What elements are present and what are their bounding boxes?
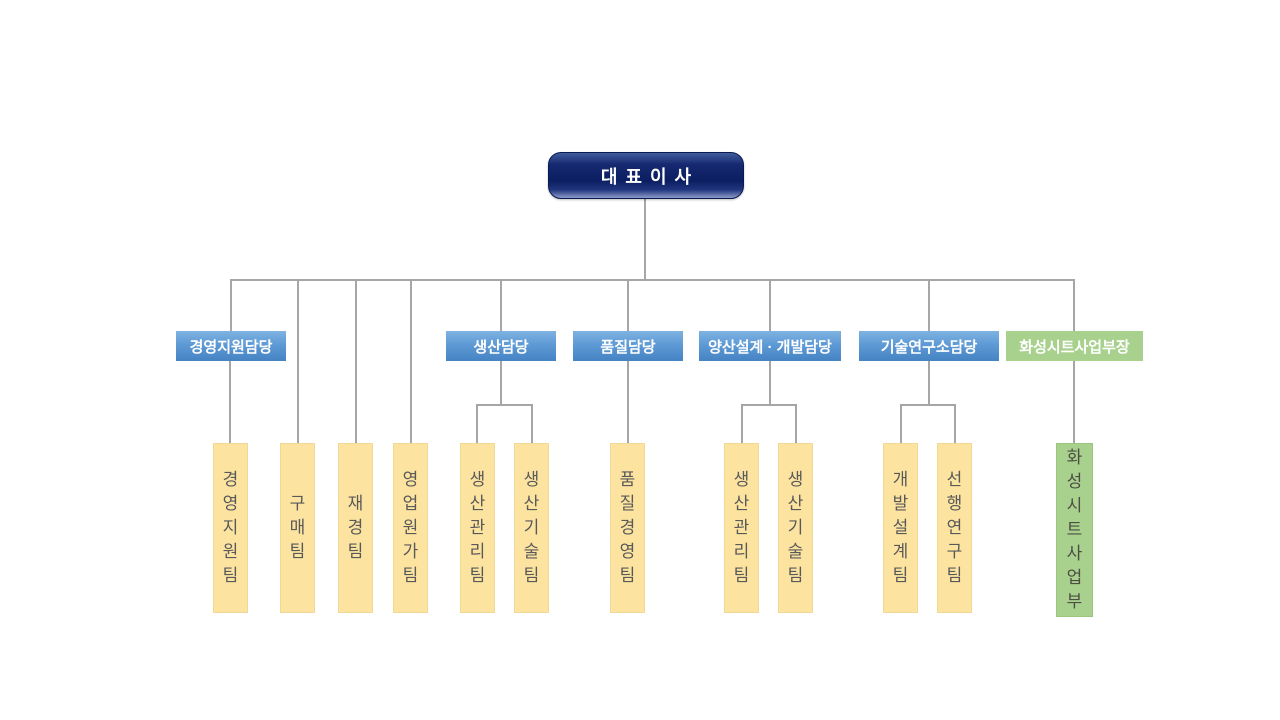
division-box-quality: 품질담당 bbox=[573, 331, 683, 361]
team-box-sales-cost: 영 업 원 가 팀 bbox=[393, 443, 428, 613]
team-box-mgmt-support: 경 영 지 원 팀 bbox=[213, 443, 248, 613]
team-box-purchasing: 구 매 팀 bbox=[280, 443, 315, 613]
connector-tech-research-stem bbox=[928, 361, 930, 405]
team-box-hwaseong-sheet-dept: 화 성 시 트 사 업 부 bbox=[1056, 443, 1093, 617]
connector-drop-quality bbox=[627, 281, 629, 331]
connector-production-branch-right bbox=[531, 404, 533, 443]
division-label-design-dev: 양산설계 · 개발담당 bbox=[708, 338, 832, 356]
division-label-quality: 품질담당 bbox=[600, 338, 656, 356]
connector-trunk bbox=[230, 279, 1075, 281]
connector-design-dev-stem bbox=[769, 361, 771, 405]
team-box-production-mgmt-2: 생 산 관 리 팀 bbox=[724, 443, 759, 613]
division-box-tech-research: 기술연구소담당 bbox=[859, 331, 999, 361]
connector-drop-mgmt-support bbox=[230, 281, 232, 331]
connector-tech-research-branch-bar bbox=[900, 404, 956, 406]
connector-tech-research-branch-right bbox=[954, 404, 956, 443]
team-label-production-mgmt-2: 생 산 관 리 팀 bbox=[733, 470, 750, 585]
team-box-quality-mgmt: 품 질 경 영 팀 bbox=[610, 443, 645, 613]
ceo-box: 대표이사 bbox=[548, 152, 744, 199]
division-label-tech-research: 기술연구소담당 bbox=[880, 338, 978, 356]
division-box-hwaseong-head: 화성시트사업부장 bbox=[1006, 331, 1143, 361]
division-box-production: 생산담당 bbox=[446, 331, 556, 361]
connector-drop-hwaseong-head bbox=[1073, 281, 1075, 331]
team-label-sales-cost: 영 업 원 가 팀 bbox=[402, 470, 419, 585]
division-box-mgmt-support: 경영지원담당 bbox=[176, 331, 286, 361]
connector-production-stem bbox=[500, 361, 502, 405]
team-box-production-mgmt-1: 생 산 관 리 팀 bbox=[460, 443, 495, 613]
team-label-advanced-research: 선 행 연 구 팀 bbox=[946, 470, 963, 585]
team-label-production-tech-2: 생 산 기 술 팀 bbox=[787, 470, 804, 585]
connector-drop-finance-team bbox=[355, 281, 357, 443]
connector-production-branch-left bbox=[476, 404, 478, 443]
division-label-production: 생산담당 bbox=[473, 338, 529, 356]
team-label-hwaseong-sheet-dept: 화 성 시 트 사 업 부 bbox=[1066, 448, 1083, 611]
connector-tech-research-branch-left bbox=[900, 404, 902, 443]
division-label-hwaseong-head: 화성시트사업부장 bbox=[1019, 338, 1130, 356]
connector-hwaseong-head-to-dept bbox=[1073, 361, 1075, 445]
connector-design-dev-branch-bar bbox=[741, 404, 797, 406]
division-label-mgmt-support: 경영지원담당 bbox=[189, 338, 273, 356]
team-label-production-tech-1: 생 산 기 술 팀 bbox=[523, 470, 540, 585]
team-label-production-mgmt-1: 생 산 관 리 팀 bbox=[469, 470, 486, 585]
team-label-mgmt-support: 경 영 지 원 팀 bbox=[222, 470, 239, 585]
connector-design-dev-branch-right bbox=[795, 404, 797, 443]
connector-drop-design-dev bbox=[769, 281, 771, 331]
connector-drop-production bbox=[500, 281, 502, 331]
team-box-finance: 재 경 팀 bbox=[338, 443, 373, 613]
ceo-label: 대표이사 bbox=[600, 166, 700, 187]
connector-drop-sales-cost-team bbox=[410, 281, 412, 443]
team-box-advanced-research: 선 행 연 구 팀 bbox=[937, 443, 972, 613]
team-label-quality-mgmt: 품 질 경 영 팀 bbox=[619, 470, 636, 585]
connector-drop-purchasing-team bbox=[297, 281, 299, 443]
connector-quality-to-team bbox=[627, 361, 629, 443]
connector-design-dev-branch-left bbox=[741, 404, 743, 443]
team-box-dev-design: 개 발 설 계 팀 bbox=[883, 443, 918, 613]
team-box-production-tech-1: 생 산 기 술 팀 bbox=[514, 443, 549, 613]
team-label-purchasing: 구 매 팀 bbox=[289, 494, 306, 561]
team-label-finance: 재 경 팀 bbox=[347, 494, 364, 561]
team-label-dev-design: 개 발 설 계 팀 bbox=[892, 470, 909, 585]
connector-ceo-drop bbox=[644, 199, 646, 280]
connector-drop-tech-research bbox=[928, 281, 930, 331]
connector-production-branch-bar bbox=[476, 404, 533, 406]
team-box-production-tech-2: 생 산 기 술 팀 bbox=[778, 443, 813, 613]
division-box-design-dev: 양산설계 · 개발담당 bbox=[699, 331, 841, 361]
connector-mgmt-support-to-team bbox=[229, 361, 231, 443]
